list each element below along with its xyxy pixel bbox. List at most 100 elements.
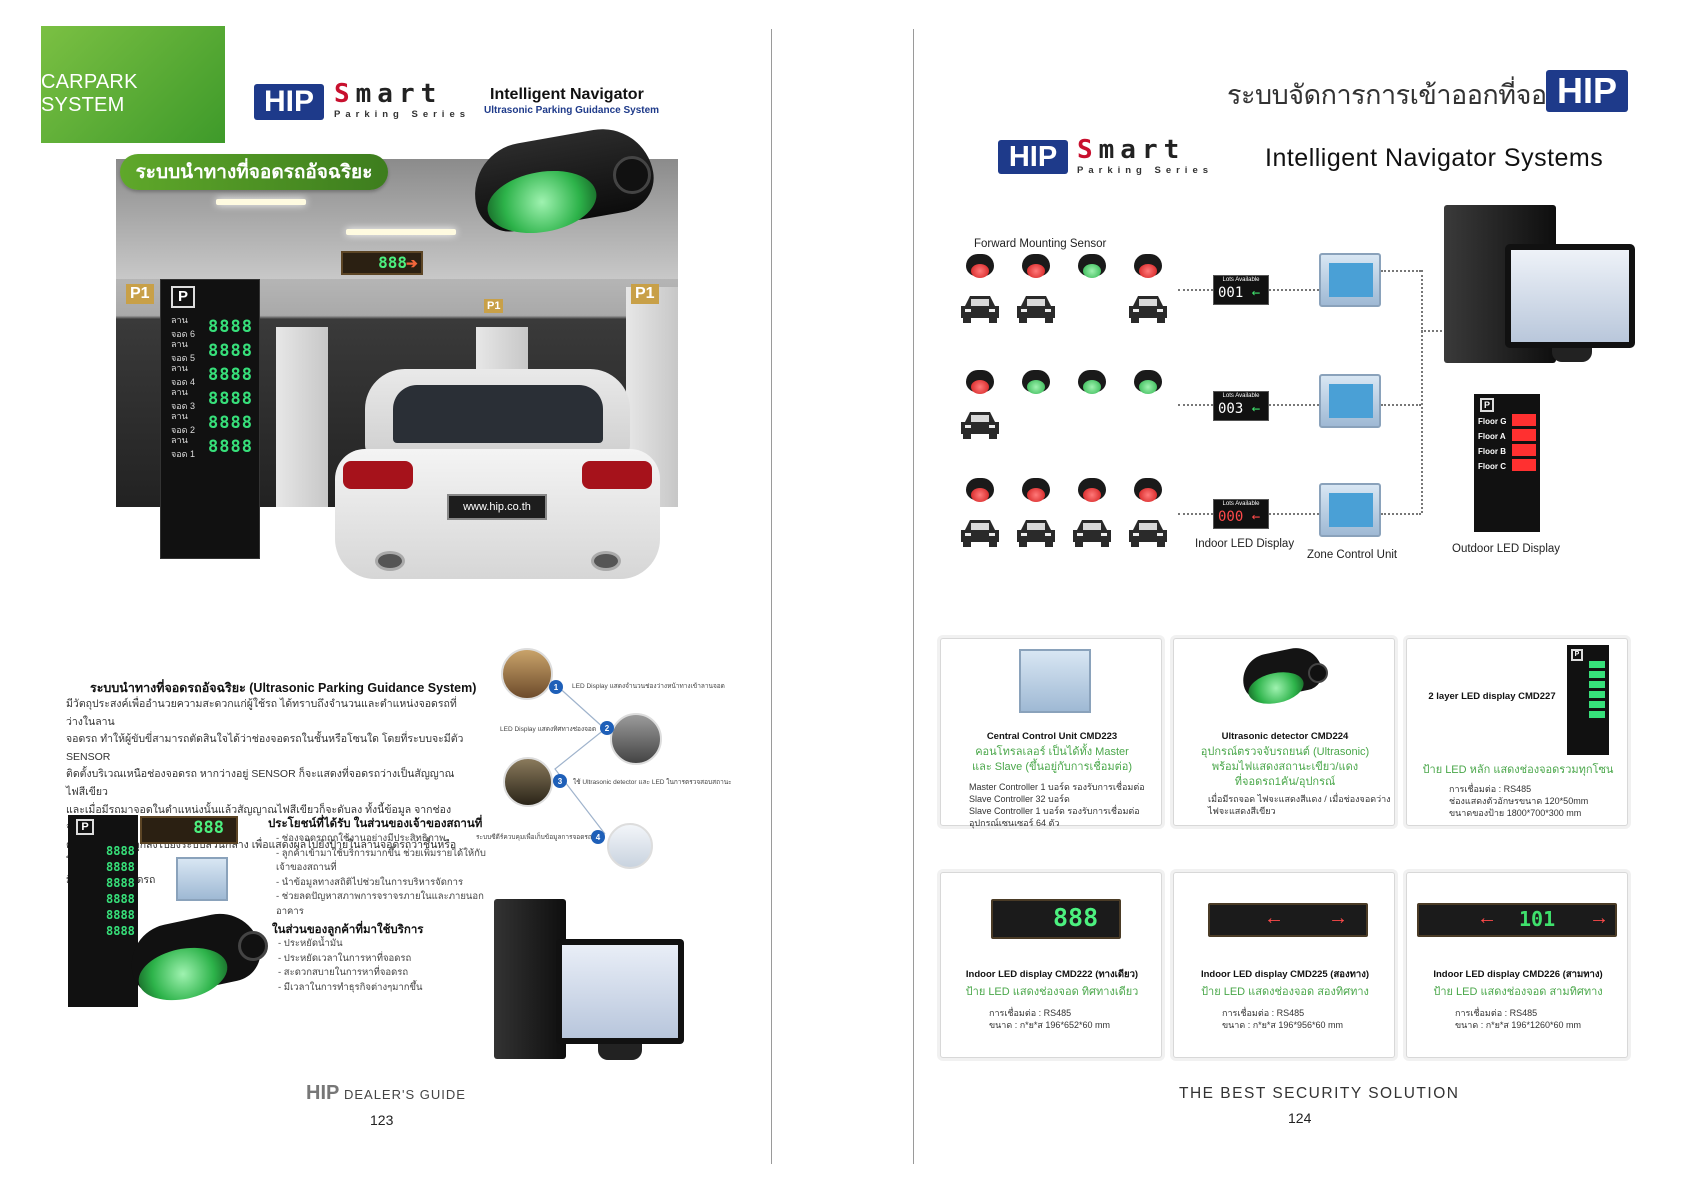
product-title: Intelligent Navigator [490,86,644,103]
monitor [1505,244,1635,348]
lots-display: Lots Available 003 ← [1213,391,1269,421]
smart-rest: mart [355,79,443,109]
floor-mark: P1 [631,284,659,304]
tower-row-value: 8888 [208,437,253,457]
card-spec-line: ขนาด : ก*ย*ส 196*652*60 mm [989,1020,1110,1030]
sensor-occupied-icon [966,254,994,278]
card-spec-line: Slave Controller 1 บอร์ด รองรับการเชื่อม… [969,806,1140,816]
mini-led-tower: P 8888 8888 8888 8888 8888 8888 [68,815,138,1007]
card-spec-line: การเชื่อมต่อ : RS485 [1449,784,1532,794]
thai-banner: ระบบนำทางที่จอดรถอัจฉริยะ [120,154,388,190]
smart-series: Parking Series [1077,165,1214,176]
led-strip-image: 888 [991,899,1121,939]
connector [1381,404,1421,406]
card-title: Ultrasonic detector CMD224 [1221,731,1349,742]
sensor-occupied-icon [1022,478,1050,502]
connector [1269,289,1319,291]
benefit-item: - ลูกค้าเข้ามาใช้บริการมากขึ้น ช่วยเพิ่ม… [276,847,486,859]
floor-led-values [1512,414,1536,474]
card-spec-line: ไฟจะแสดงสีเขียว [1208,806,1276,816]
body-title: ระบบนำทางที่จอดรถอัจฉริยะ (Ultrasonic Pa… [90,681,477,695]
arrow-right-icon: → [1328,907,1348,929]
zone-control-unit [1319,374,1381,428]
two-layer-led-image: P [1567,645,1609,755]
lots-count: 000 [1218,509,1244,525]
card-subtitle-line: ป้าย LED หลัก แสดงช่องจอดรวมทุกโซน [1422,764,1614,776]
connector [1178,513,1213,515]
left-page: CARPARK SYSTEM HIP Smart Parking Series … [0,26,772,1164]
ultrasonic-sensor-image [466,121,660,246]
smart-series: Parking Series [334,109,471,120]
sensor-vacant-icon [1134,370,1162,394]
benefit-item: - ช่องจอดรถถูกใช้งานอย่างมีประสิทธิภาพ [276,833,446,844]
zone-control-unit [1319,483,1381,537]
arrow-left-icon: ← [1264,907,1284,929]
floor-label: Floor B [1478,447,1506,456]
sensor-occupied-icon [966,370,994,394]
led-strip-image: ← 101 → [1417,903,1617,937]
arrow-left-icon: ← [1251,285,1261,301]
benefit-item: - ประหยัดน้ำมัน [278,938,343,949]
connector [1421,270,1423,513]
tower-row-value: 8888 [208,389,253,409]
step-caption: ระบบซีดีร์ควบคุมเพื่อเก็บข้อมูลการจอดรถ [476,834,592,841]
connector [1269,513,1319,515]
tower-row-value: 8888 [208,413,253,433]
benefit-owner-list: - ช่องจอดรถถูกใช้งานอย่างมีประสิทธิภาพ -… [276,832,486,919]
product-card-cmd224: Ultrasonic detector CMD224 อุปกรณ์ตรวจจั… [1173,638,1395,826]
car-icon [1073,520,1111,547]
body-paragraph: มีวัตถุประสงค์เพื่ออำนวยความสะดวกแก่ผู้ใ… [66,696,464,890]
monitor-screen [562,945,678,1038]
card-subtitle: ป้าย LED หลัก แสดงช่องจอดรวมทุกโซน [1407,763,1629,778]
outdoor-led-label: Outdoor LED Display [1452,543,1561,555]
sensor-occupied-icon [1022,254,1050,278]
step-number: 1 [549,680,563,694]
product-card-cmd223: Central Control Unit CMD223 คอนโทรลเลอร์… [940,638,1163,828]
card-subtitle: คอนโทรลเลอร์ เป็นได้ทั้ง Master และ Slav… [941,745,1163,775]
tower-row-value: 8888 [208,317,253,337]
lots-label: Lots Available [1222,501,1260,507]
step-caption: LED Display แสดงทิศทางช่องจอด [500,726,597,733]
benefit-item: - มีเวลาในการทำธุรกิจต่างๆมากขึ้น [278,981,423,993]
product-card-cmd226: ← 101 → Indoor LED display CMD226 (สามทา… [1406,872,1628,1058]
card-title: 2 layer LED display CMD227 [1428,691,1556,702]
body-line: จอดรถ ทำให้ผู้ขับขี่สามารถตัดสินใจได้ว่า… [66,733,464,763]
ceiling-lamp [216,199,306,205]
step-caption: ใช้ Ultrasonic detector และ LED ในการตรว… [573,779,732,786]
card-spec-line: อุปกรณ์เซนเซอร์ 64 ตัว [969,818,1060,828]
card-spec-line: ช่องแสดงตัวอักษรขนาด 120*50mm [1449,796,1589,806]
body-line: มีวัตถุประสงค์เพื่ออำนวยความสะดวกแก่ผู้ใ… [66,698,457,728]
card-title: Central Control Unit CMD223 [986,731,1118,742]
card-subtitle-line: ป้าย LED แสดงช่องจอด สองทิศทาง [1201,986,1369,998]
connector [1269,404,1319,406]
product-card-cmd227: 2 layer LED display CMD227 P ป้าย LED หล… [1406,638,1628,826]
indoor-led-label: Indoor LED Display [1195,538,1295,550]
sensor-label: Forward Mounting Sensor [974,238,1107,250]
card-spec-line: ขนาดของป้าย 1800*700*300 mm [1449,808,1582,818]
led-strip-value: 101 [1519,907,1556,931]
control-unit-image [1019,649,1091,713]
monitor-stand [598,1044,642,1060]
parking-icon: P [1571,649,1583,661]
monitor-stand [1552,348,1592,362]
arrow-right-icon: ➔ [406,255,418,271]
outdoor-led-display: P Floor G Floor A Floor B Floor C [1474,394,1540,532]
card-spec-line: Master Controller 1 บอร์ด รองรับการเชื่อ… [969,782,1145,792]
sensor-occupied-icon [966,478,994,502]
floor-label: Floor A [1478,432,1506,441]
step-photo-3 [503,757,553,807]
card-subtitle-line: ที่จอดรถ1คัน/อุปกรณ์ [1234,776,1336,788]
smart-rest: mart [1098,135,1186,165]
mini-tower-values: 8888 8888 8888 8888 8888 8888 [106,843,135,939]
benefit-item: - นำข้อมูลทางสถิติไปช่วยในการบริหารจัดกา… [276,876,464,888]
card-subtitle-line: อุปกรณ์ตรวจจับรถยนต์ (Ultrasonic) [1200,746,1370,758]
body-line: ติดตั้งบริเวณเหนือช่องจอดรถ หากว่างอยู่ … [66,768,455,798]
tower-row-label: ลานจอด 4 [171,363,196,387]
connector [1381,513,1421,515]
sensor-occupied-icon [1078,478,1106,502]
tower-row-label: ลานจอด 2 [171,411,196,435]
step-photo-1 [501,648,553,700]
mini-tower-value: 8888 [106,892,135,906]
product-subtitle: Ultrasonic Parking Guidance System [484,105,660,116]
